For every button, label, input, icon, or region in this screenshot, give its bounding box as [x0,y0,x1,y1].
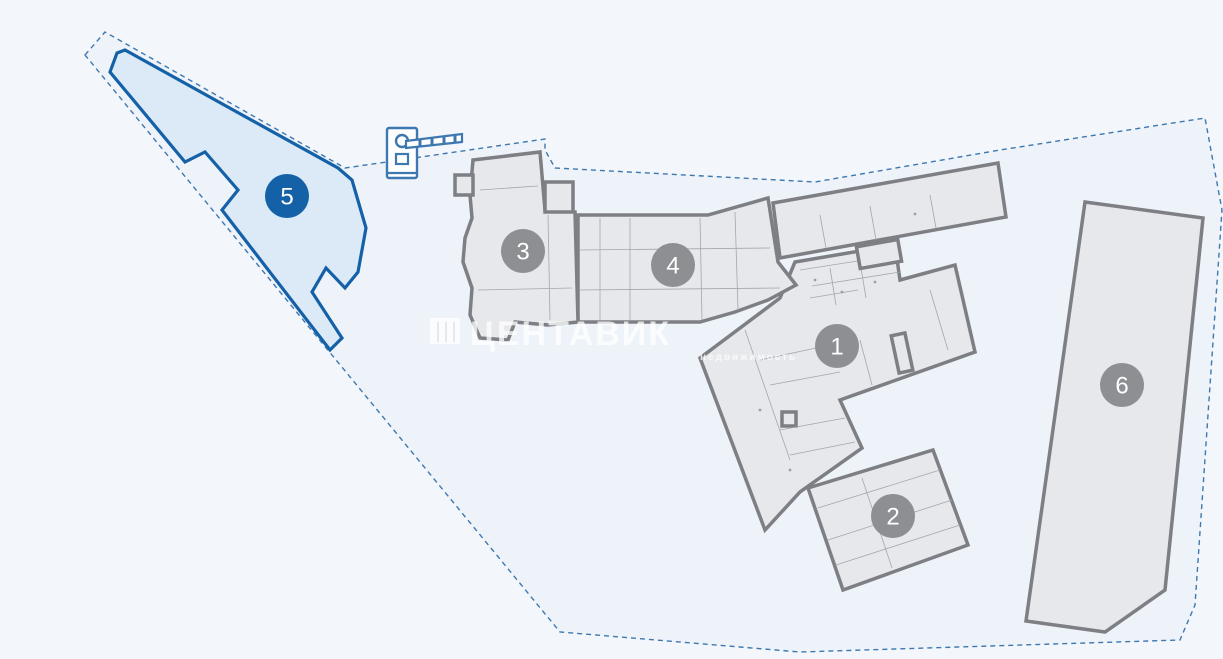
zone-2[interactable]: 2 [805,447,971,593]
zone-5[interactable]: 5 [108,48,368,353]
zone-3-corner-block [453,173,475,197]
zone-1-upper-wing[interactable] [771,160,1008,261]
zone-3-badge[interactable]: 3 [501,229,545,273]
zone-3-plan-details [477,185,573,321]
barrier-gate-icon [385,126,464,180]
building-logo-icon [430,318,460,344]
zone-2-badge[interactable]: 2 [871,494,915,538]
zone-4[interactable]: 4 [576,195,799,324]
zone-3[interactable]: 3 [453,150,580,342]
zone-1[interactable]: 1 [697,160,1008,534]
watermark: ЦЕНТАВИК недвижимость [430,315,797,363]
zone-6-badge[interactable]: 6 [1100,363,1144,407]
zone-2-label: 2 [886,504,899,531]
zone-1-inner-block [889,330,915,376]
zone-5-badge[interactable]: 5 [265,174,309,218]
zone-1-connector-block [854,237,904,271]
zone-1-stair-block [780,410,798,428]
zone-5-shape[interactable] [108,48,368,353]
zone-6-label: 6 [1115,373,1128,400]
watermark-subtext: недвижимость [700,352,797,363]
zone-5-label: 5 [280,184,293,211]
zone-1-label: 1 [830,334,843,361]
zone-6[interactable]: 6 [1024,200,1205,634]
zone-3-label: 3 [516,239,529,266]
watermark-text: ЦЕНТАВИК [470,315,671,353]
zone-6-shape[interactable] [1024,200,1205,634]
zone-4-label: 4 [666,253,679,280]
zone-1-shape[interactable] [697,242,978,534]
zone-4-badge[interactable]: 4 [651,243,695,287]
zone-1-badge[interactable]: 1 [815,324,859,368]
zone-3-annex-block [543,180,575,214]
